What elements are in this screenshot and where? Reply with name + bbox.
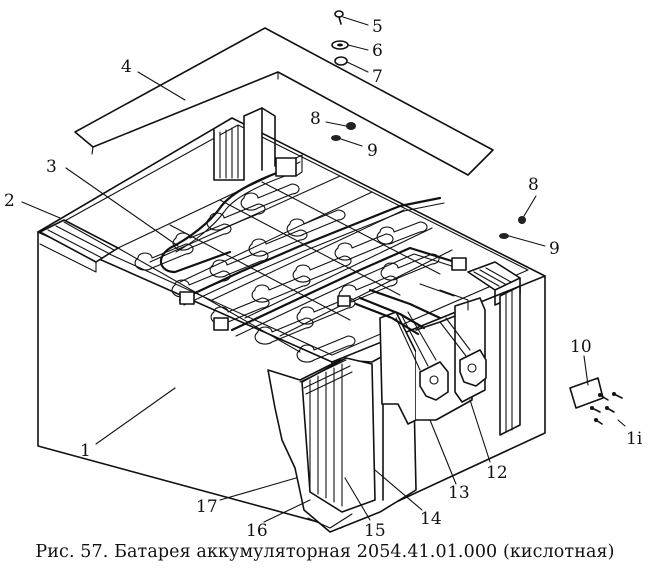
label-15: 15 bbox=[364, 521, 386, 541]
label-10: 10 bbox=[570, 337, 592, 357]
battery-lid bbox=[74, 27, 494, 176]
callout-labels: 5 6 7 4 8 9 3 2 8 9 10 1i 1 12 13 17 14 … bbox=[4, 17, 643, 541]
label-12: 12 bbox=[486, 463, 508, 483]
right-wall bbox=[499, 285, 521, 436]
label-11: 1i bbox=[626, 429, 643, 449]
label-3: 3 bbox=[46, 157, 57, 177]
connector-block bbox=[354, 283, 487, 425]
label-9-upper: 9 bbox=[367, 141, 378, 161]
label-16: 16 bbox=[246, 521, 268, 541]
label-17: 17 bbox=[196, 497, 218, 517]
label-9-right: 9 bbox=[549, 239, 560, 259]
label-4: 4 bbox=[121, 57, 132, 77]
label-6: 6 bbox=[372, 41, 383, 61]
label-7: 7 bbox=[372, 67, 383, 87]
loose-hardware bbox=[331, 10, 623, 425]
label-1: 1 bbox=[80, 441, 91, 461]
leader-lines bbox=[21, 16, 626, 523]
label-5: 5 bbox=[372, 17, 383, 37]
cell-block bbox=[39, 154, 521, 363]
label-14: 14 bbox=[420, 509, 442, 529]
label-8-upper: 8 bbox=[310, 109, 321, 129]
label-8-right: 8 bbox=[528, 175, 539, 195]
label-2: 2 bbox=[4, 191, 15, 211]
label-13: 13 bbox=[448, 483, 470, 503]
figure-caption: Рис. 57. Батарея аккумуляторная 2054.41.… bbox=[35, 542, 615, 562]
